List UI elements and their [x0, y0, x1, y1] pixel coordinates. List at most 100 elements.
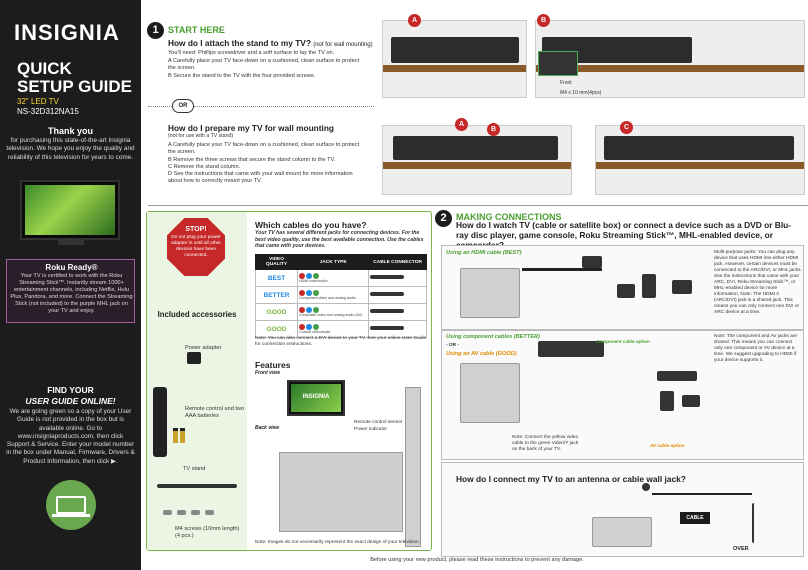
jack-type-label: Composite video and analog audio (AV) [299, 313, 363, 318]
wall-scene-ab [382, 125, 572, 195]
find-guide-subheading: USER GUIDE ONLINE! [25, 396, 116, 406]
power-adapter-icon [187, 352, 201, 364]
av-option-label: AV cable option [650, 443, 685, 448]
video-quality-cell: GOOD [255, 303, 298, 321]
images-note: Note: Images do not necessarily represen… [255, 540, 421, 545]
tv-back-component [460, 363, 520, 423]
jack-dots-icon [299, 272, 320, 279]
step-2-badge: 2 [435, 210, 452, 227]
brand-logo: INSIGNIA [14, 20, 120, 45]
wall-mount-note: (not for use with a TV stand) [168, 133, 234, 139]
stop-text: Do not plug your power adapter in until … [171, 235, 221, 258]
col-video-quality: VIDEO QUALITY [255, 254, 298, 270]
jack-type-label: Component video and analog audio [299, 296, 356, 301]
component-panel: Using component cables (BETTER) - OR - U… [441, 330, 804, 460]
stand-scene-a [382, 20, 527, 98]
cable-table: VIDEO QUALITY JACK TYPE CABLE CONNECTOR … [255, 254, 427, 338]
side-jack-panel [405, 387, 421, 547]
features-heading: Features [255, 360, 291, 370]
screw-icon [191, 510, 200, 515]
tv-stand-label: TV stand [183, 466, 206, 472]
hdmi-label: Using an HDMI cable (BEST) [446, 250, 522, 256]
antenna-panel [441, 462, 804, 557]
cable-connector-icon [370, 309, 405, 314]
camcorder-icon [682, 395, 700, 407]
av-yellow-note: Note: Connect the yellow video cable to … [512, 435, 579, 452]
find-guide-text: We are going green so a copy of your Use… [6, 408, 135, 465]
or-badge: OR [172, 99, 194, 113]
screw-icon [163, 510, 172, 515]
front-label: Front [560, 80, 572, 86]
cables-subtitle: Your TV has several different jacks for … [255, 230, 424, 249]
wall-mount-question: How do I prepare my TV for wall mounting [168, 123, 334, 133]
cable-connector-cell [368, 303, 427, 321]
start-here-heading: START HERE [168, 25, 225, 35]
stop-heading: STOP! [185, 226, 207, 233]
tv-back-hdmi [460, 268, 520, 318]
model-number: NS-32D312NA15 [17, 107, 79, 116]
roku-text: Your TV is certified to work with the Ro… [10, 273, 133, 314]
power-adapter-label: Power adapter [185, 345, 222, 351]
video-quality-cell: GOOD [255, 320, 298, 338]
shared-jacks-note: Note: The component and AV jacks are sha… [714, 334, 798, 363]
wall-step-d: D See the instructions that came with yo… [168, 171, 353, 185]
jack-dots-icon [299, 289, 320, 296]
attach-stand-question: How do I attach the stand to my TV? (not… [168, 38, 373, 48]
jack-type-label: Coaxial video/audio [299, 330, 331, 335]
jack-type-cell: Component video and analog audio [296, 286, 370, 304]
thank-you-heading: Thank you [47, 126, 93, 136]
battery-icon [173, 428, 178, 443]
section-divider [148, 205, 808, 206]
cable-connector-icon [370, 292, 405, 297]
tv-stand-icon [157, 484, 237, 488]
thank-you-text: for purchasing this state-of-the-art Ins… [6, 137, 135, 161]
game-console-icon [642, 274, 656, 298]
tv-back-image [279, 452, 403, 532]
jack-type-label: HDMI video/audio [299, 279, 328, 284]
find-guide-heading: FIND YOUR [47, 385, 94, 395]
screws-label: M4 screws (10mm length) (4 pcs.) [175, 526, 240, 539]
audio-video-jack-panel [538, 341, 604, 357]
or-divider: - OR - [446, 343, 460, 348]
wall-step-a: A Carefully place your TV face-down on a… [168, 142, 360, 156]
col-jack-type: JACK TYPE [296, 254, 370, 270]
tablet-icon [672, 280, 692, 294]
tv-front-image: INSIGNIA [287, 380, 345, 416]
video-quality-cell: BEST [255, 269, 298, 287]
included-accessories-heading: Included accessories [157, 310, 237, 319]
product-name: 32" LED TV [17, 97, 59, 106]
screw-size-label: M4 x 10 mm(4pcs) [560, 90, 602, 96]
over-label: OVER [733, 546, 749, 552]
or-line-right [194, 106, 374, 107]
left-column: INSIGNIA QUICK SETUP GUIDE 32" LED TV NS… [0, 0, 141, 570]
tag-a-top: A [408, 14, 421, 27]
guide-title-line1: QUICK [17, 59, 72, 78]
tv-brand: INSIGNIA [302, 394, 330, 400]
tag-a-wall: A [455, 118, 468, 131]
cable-table-header: VIDEO QUALITY JACK TYPE CABLE CONNECTOR [255, 254, 427, 270]
back-view-label: Back view [255, 425, 280, 431]
wall-scene-c [595, 125, 805, 195]
guide-title-line2: SETUP GUIDE [17, 77, 132, 96]
hdmi-panel: Using an HDMI cable (BEST) Multi-purpose… [441, 245, 804, 330]
wall-step-b: B Remove the three screws that secure th… [168, 157, 336, 163]
tag-b-wall: B [487, 123, 500, 136]
coax-jack-icon [642, 483, 650, 491]
dvi-note: Note: You can also connect a DVI device … [255, 336, 427, 347]
step-1-badge: 1 [147, 22, 164, 39]
cable-label: CABLE [680, 512, 710, 524]
power-indicator-label: Power indicator [354, 427, 388, 432]
attach-step-b: B Secure the stand to the TV with the fo… [168, 73, 316, 79]
cable-connector-cell [368, 269, 427, 287]
col-cable-connector: CABLE CONNECTOR [368, 254, 427, 270]
jack-dots-icon [299, 306, 320, 313]
remote-control-icon [153, 387, 167, 457]
hdmi-multipurpose-note: Multi-purpose jacks: You can plug any de… [714, 250, 802, 315]
hdmi-connector-icon [582, 256, 602, 268]
console-icon [660, 391, 674, 411]
cable-connector-cell [368, 320, 427, 338]
antenna-icon [752, 503, 782, 543]
